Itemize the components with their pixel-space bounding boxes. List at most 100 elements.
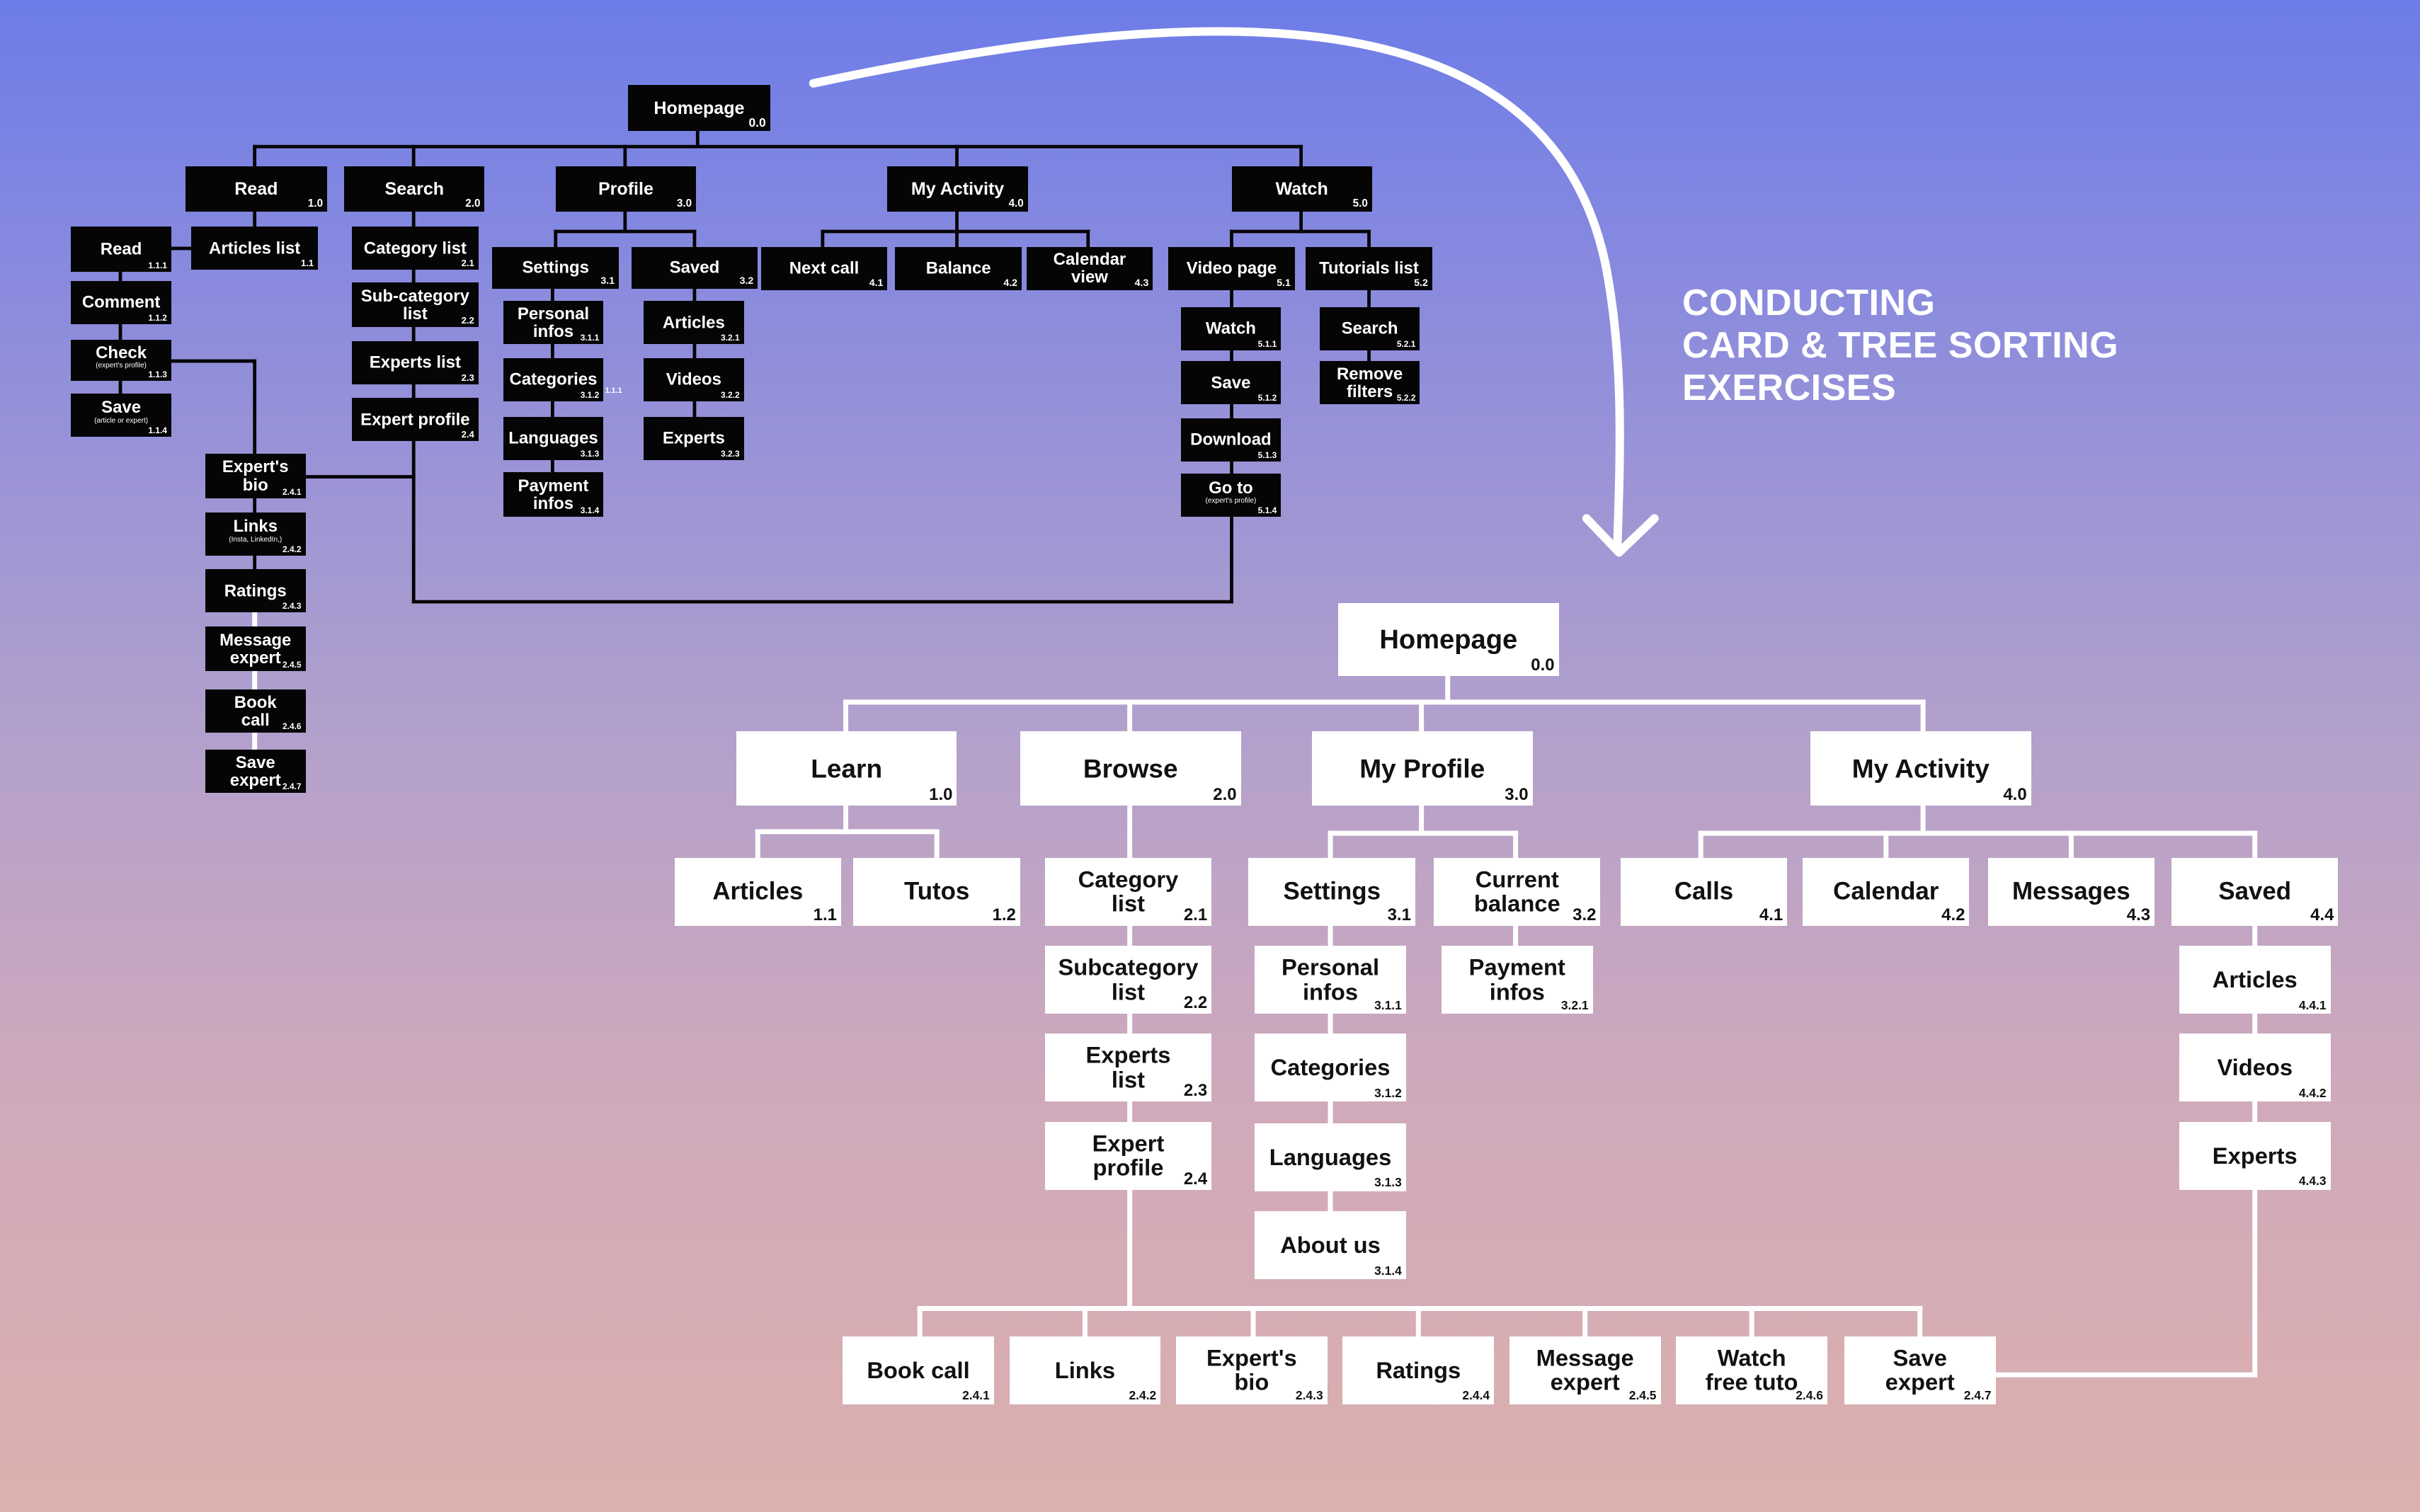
node-number: 3.1.1 xyxy=(1374,997,1402,1012)
node-label-text: Balance xyxy=(925,258,991,278)
node-number: 3.0 xyxy=(1505,784,1529,804)
node-label: Sub-category list xyxy=(352,287,479,322)
node-label-text: Read xyxy=(100,239,142,259)
node-label: My Activity xyxy=(1810,755,2031,782)
node-label: Watch xyxy=(1181,320,1282,338)
node-number: 3.1 xyxy=(600,275,615,287)
node-label-text: Save expert xyxy=(1885,1344,1955,1395)
node-number: 3.2 xyxy=(739,275,754,287)
node-number: 2.4.5 xyxy=(1628,1388,1657,1403)
node-label-text: Expert's bio xyxy=(1206,1344,1297,1395)
node-number: 4.3 xyxy=(1134,277,1149,289)
node-number: 2.4 xyxy=(1183,1169,1208,1189)
node-label: Comment xyxy=(71,294,171,311)
node-label-text: Experts xyxy=(2212,1142,2298,1169)
node-label-text: Next call xyxy=(789,258,860,278)
node-number: 2.4.7 xyxy=(282,781,302,792)
node-label-text: Message expert xyxy=(1536,1344,1634,1395)
node-label-text: Links xyxy=(1054,1356,1116,1383)
node-label-text: Check xyxy=(96,343,147,363)
node-label-text: Go to xyxy=(1209,478,1253,498)
node-label: Profile xyxy=(556,180,696,198)
node-label-text: Homepage xyxy=(1379,624,1518,655)
node-label: Read xyxy=(186,180,328,198)
node-number: 4.4.2 xyxy=(2298,1085,2327,1100)
node-number: 5.1 xyxy=(1277,277,1291,289)
node-number: 3.1.2 xyxy=(1374,1085,1402,1100)
node-label-text: Book call xyxy=(234,692,277,730)
node-number: 2.3 xyxy=(1183,1081,1208,1101)
node-label-text: Sub-category list xyxy=(360,286,469,323)
node-label-text: Save xyxy=(1211,373,1251,393)
node-label-text: Search xyxy=(384,178,445,199)
node-number: 2.2 xyxy=(461,315,474,326)
node-label: Calendar view xyxy=(1027,251,1153,286)
node-number: 3.1.1 xyxy=(580,333,600,343)
node-label: Current balance xyxy=(1434,867,1600,917)
node-number: 2.2 xyxy=(1183,993,1208,1013)
node-number: 1.2 xyxy=(992,905,1016,924)
node-label: My Profile xyxy=(1312,755,1533,782)
node-label: Calls xyxy=(1621,877,1787,905)
node-label-text: Video page xyxy=(1186,258,1277,278)
node-number: 4.3 xyxy=(2126,905,2151,924)
node-label: Save xyxy=(1181,374,1282,391)
node-label-text: Experts list xyxy=(1085,1042,1171,1093)
node-label: Articles xyxy=(644,314,744,331)
node-number: 3.1.3 xyxy=(1374,1175,1402,1190)
node-number: 1.1 xyxy=(813,905,837,924)
node-label-text: Watch xyxy=(1205,319,1256,338)
node-number: 2.4 xyxy=(461,429,474,440)
node-label: Search xyxy=(344,180,484,198)
node-label: Expert profile xyxy=(352,411,479,428)
node-label-text: Calendar view xyxy=(1053,250,1126,287)
node-number: 3.1.2 xyxy=(580,389,600,400)
node-number: 3.1.4 xyxy=(580,505,600,516)
node-number: 1.1 xyxy=(300,258,314,269)
node-number: 0.0 xyxy=(1531,655,1555,675)
node-label: Check(expert's profile) xyxy=(71,344,171,370)
node-label-text: Expert profile xyxy=(1092,1130,1165,1181)
node-number: 2.4.6 xyxy=(1796,1388,1823,1403)
node-label: Ratings xyxy=(205,582,306,600)
node-label-text: Personal infos xyxy=(517,304,590,341)
node-label: Save(article or expert) xyxy=(71,399,171,424)
node-number: 1.1.2 xyxy=(148,312,167,323)
before-node-b114: Save(article or expert)1.1.4 xyxy=(71,393,171,437)
node-label-text: Articles xyxy=(712,877,804,905)
node-number: 3.2.2 xyxy=(721,389,740,400)
node-number: 4.1 xyxy=(869,277,884,289)
node-label: Save expert xyxy=(1844,1346,1996,1394)
node-label: Learn xyxy=(736,755,957,782)
before-node-b514: Go to(expert's profile)5.1.4 xyxy=(1180,474,1282,517)
node-number: 2.4.2 xyxy=(1129,1388,1157,1403)
node-number: 4.0 xyxy=(1008,197,1024,210)
node-label-text: Learn xyxy=(811,753,883,784)
after-node-a24: Expert profile 2.4 xyxy=(1044,1121,1212,1190)
node-label: Video page xyxy=(1168,260,1295,277)
node-label-text: Calls xyxy=(1674,877,1734,905)
node-label: Languages xyxy=(503,429,604,447)
node-label: My Activity xyxy=(887,180,1027,198)
node-label: Message expert xyxy=(1509,1346,1661,1394)
node-label-text: About us xyxy=(1280,1231,1381,1258)
